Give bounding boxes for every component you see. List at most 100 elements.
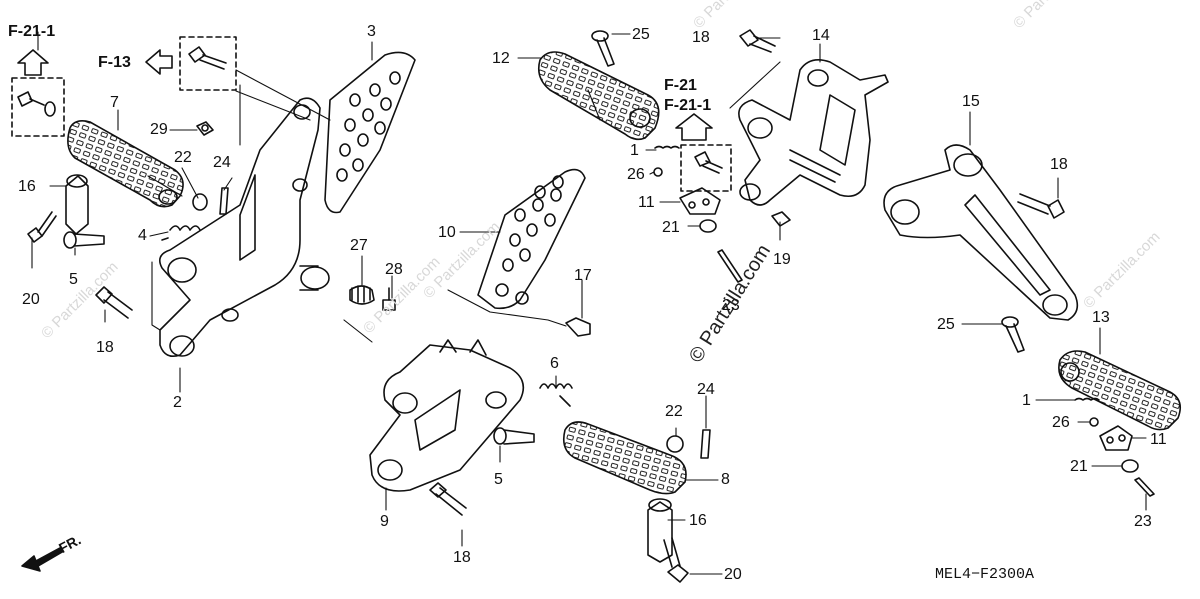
callout-11: 11 bbox=[638, 194, 655, 211]
left-arrow-f13 bbox=[145, 49, 173, 75]
callout-28: 28 bbox=[385, 261, 403, 278]
spring-part-4 bbox=[161, 225, 201, 241]
bolt-part-18-left bbox=[95, 286, 133, 319]
washer-part-22-center bbox=[666, 435, 684, 453]
ball-part-26-right bbox=[1089, 417, 1099, 427]
washer-part-22-left bbox=[192, 193, 208, 211]
bracket-part-2 bbox=[159, 97, 330, 358]
pin-part-5-center bbox=[493, 427, 535, 445]
callout-3: 3 bbox=[367, 23, 376, 40]
callout-27: 27 bbox=[350, 237, 368, 254]
callout-26: 26 bbox=[627, 166, 645, 183]
bolt-part-17 bbox=[565, 317, 591, 337]
callout-15: 15 bbox=[962, 93, 980, 110]
nut-part-19 bbox=[771, 211, 791, 227]
footpeg-part-8 bbox=[562, 421, 687, 495]
heel-plate-part-3 bbox=[324, 51, 416, 214]
leader-lines bbox=[31, 31, 1147, 575]
washer-part-21-right bbox=[1121, 459, 1139, 473]
bolt-part-18-right bbox=[1017, 193, 1065, 219]
callout-16: 16 bbox=[18, 178, 36, 195]
clip-part-23-top bbox=[717, 249, 743, 283]
inset-box-top bbox=[179, 36, 237, 91]
callout-26b: 26 bbox=[1052, 414, 1070, 431]
cotter-pin-part-24-center bbox=[700, 429, 711, 459]
bolt-inset-left bbox=[17, 91, 56, 117]
callout-22b: 22 bbox=[665, 403, 683, 420]
callout-21b: 21 bbox=[1070, 458, 1088, 475]
callout-16b: 16 bbox=[689, 512, 707, 529]
callout-17: 17 bbox=[574, 267, 592, 284]
plate-part-11-top bbox=[679, 187, 721, 215]
cotter-pin-part-24-left bbox=[219, 187, 229, 215]
callout-25: 25 bbox=[632, 26, 650, 43]
inset-box-left bbox=[11, 77, 65, 137]
bracket-part-14 bbox=[738, 59, 889, 206]
bolt-part-18-top bbox=[739, 29, 776, 53]
callout-12: 12 bbox=[492, 50, 510, 67]
nut-part-29 bbox=[196, 121, 214, 136]
callout-24b: 24 bbox=[697, 381, 715, 398]
callout-6: 6 bbox=[550, 355, 559, 372]
bracket-part-9 bbox=[369, 339, 525, 492]
callout-1b: 1 bbox=[1022, 392, 1031, 409]
callout-13: 13 bbox=[1092, 309, 1110, 326]
up-arrow-f21-1-top bbox=[17, 49, 49, 76]
screw-part-28 bbox=[382, 287, 396, 311]
bolt-part-18-center bbox=[429, 482, 467, 516]
callout-20: 20 bbox=[22, 291, 40, 308]
callout-21: 21 bbox=[662, 219, 680, 236]
rubber-part-27 bbox=[349, 285, 375, 305]
callout-10: 10 bbox=[438, 224, 456, 241]
callout-4: 4 bbox=[138, 227, 147, 244]
bolt-inset-top bbox=[188, 46, 227, 70]
footpeg-part-7 bbox=[67, 120, 184, 208]
callout-29: 29 bbox=[150, 121, 168, 138]
callout-18c: 18 bbox=[692, 29, 710, 46]
footpeg-part-12 bbox=[537, 51, 660, 141]
collar-part-16-center bbox=[647, 498, 673, 563]
diagram-code: MEL4−F2300A bbox=[935, 566, 1035, 583]
bolt-part-20-center bbox=[663, 537, 689, 583]
pin-part-25-top bbox=[591, 30, 615, 67]
pin-part-5-left bbox=[63, 231, 105, 249]
callout-7: 7 bbox=[110, 94, 119, 111]
callout-23b: 23 bbox=[1134, 513, 1152, 530]
ball-part-26-top bbox=[653, 167, 663, 177]
callout-22: 22 bbox=[174, 149, 192, 166]
up-arrow-f21-mid bbox=[675, 113, 713, 141]
clip-part-23-right bbox=[1134, 477, 1155, 497]
callout-5b: 5 bbox=[494, 471, 503, 488]
callout-24: 24 bbox=[213, 154, 231, 171]
callout-14: 14 bbox=[812, 27, 830, 44]
callout-11b: 11 bbox=[1150, 431, 1167, 448]
ref-f21-1-top: F-21-1 bbox=[8, 23, 56, 40]
spring-part-1-top bbox=[654, 145, 680, 149]
callout-2: 2 bbox=[173, 394, 182, 411]
spring-part-1-right bbox=[1074, 397, 1100, 401]
callout-5: 5 bbox=[69, 271, 78, 288]
callout-18b: 18 bbox=[453, 549, 471, 566]
bolt-inset-mid bbox=[694, 151, 723, 174]
callout-20b: 20 bbox=[724, 566, 742, 583]
callout-1: 1 bbox=[630, 142, 639, 159]
plate-part-11-right bbox=[1099, 425, 1133, 451]
pin-part-25-right bbox=[1001, 316, 1025, 353]
washer-part-21-top bbox=[699, 219, 717, 233]
callout-18: 18 bbox=[96, 339, 114, 356]
collar-part-16 bbox=[65, 174, 89, 235]
heel-plate-part-10 bbox=[477, 168, 586, 310]
callout-9: 9 bbox=[380, 513, 389, 530]
ref-f21-1-mid: F-21-1 bbox=[664, 97, 712, 114]
callout-25b: 25 bbox=[937, 316, 955, 333]
callout-23: 23 bbox=[722, 297, 740, 314]
ref-f21: F-21 bbox=[664, 77, 697, 94]
ref-f13: F-13 bbox=[98, 54, 131, 71]
callout-19: 19 bbox=[773, 251, 791, 268]
callout-8: 8 bbox=[721, 471, 730, 488]
bracket-part-15 bbox=[883, 144, 1079, 321]
footpeg-part-13 bbox=[1058, 350, 1181, 431]
callout-18d: 18 bbox=[1050, 156, 1068, 173]
front-direction-arrow bbox=[21, 547, 63, 572]
